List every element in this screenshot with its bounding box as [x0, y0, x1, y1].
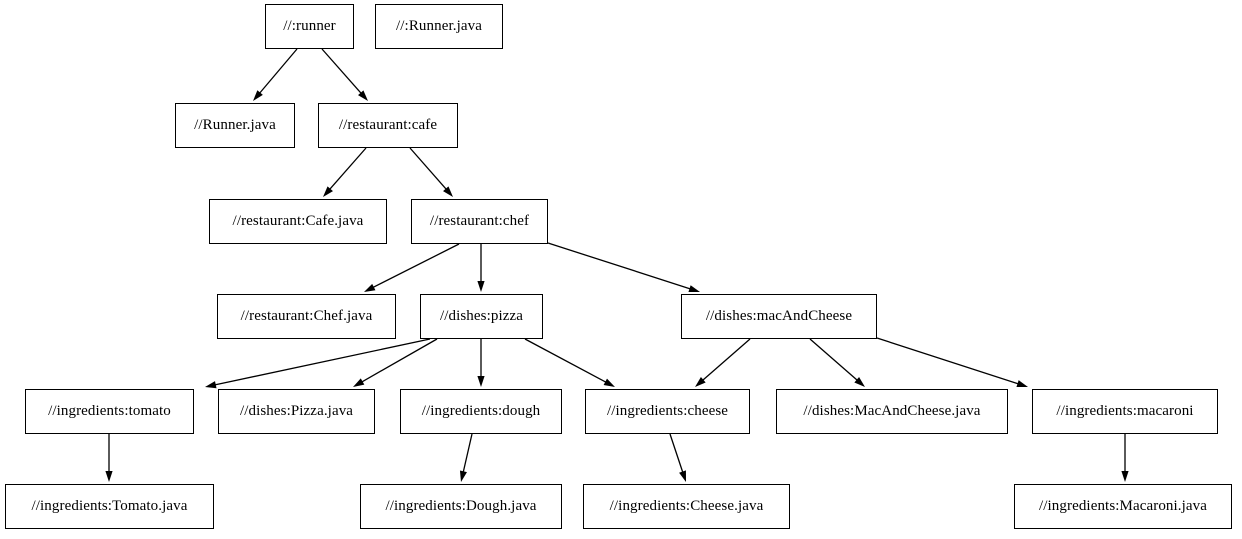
graph-node-tomato[interactable]: //ingredients:tomato: [25, 389, 194, 434]
graph-node-label: //dishes:MacAndCheese.java: [803, 403, 981, 419]
graph-node-pizza[interactable]: //dishes:pizza: [420, 294, 543, 339]
graph-node-label: //ingredients:Macaroni.java: [1038, 498, 1208, 514]
graph-node-label: //ingredients:Dough.java: [385, 498, 537, 514]
graph-node-chef_java[interactable]: //restaurant:Chef.java: [217, 294, 396, 339]
graph-node-label: //ingredients:tomato: [48, 403, 171, 419]
graph-node-label: //ingredients:Cheese.java: [609, 498, 764, 514]
graph-node-label: //restaurant:Cafe.java: [232, 213, 364, 229]
graph-node-dough_java[interactable]: //ingredients:Dough.java: [360, 484, 562, 529]
graph-node-cafe[interactable]: //restaurant:cafe: [318, 103, 458, 148]
graph-node-cafe_java[interactable]: //restaurant:Cafe.java: [209, 199, 387, 244]
graph-node-label: //dishes:pizza: [439, 308, 524, 324]
graph-node-label: //ingredients:dough: [421, 403, 541, 419]
graph-node-label: //ingredients:cheese: [606, 403, 729, 419]
graph-node-tomato_java[interactable]: //ingredients:Tomato.java: [5, 484, 214, 529]
graph-node-label: //:runner: [283, 18, 336, 34]
graph-node-mac_and_cheese[interactable]: //dishes:macAndCheese: [681, 294, 877, 339]
graph-node-cheese[interactable]: //ingredients:cheese: [585, 389, 750, 434]
graph-node-label: //ingredients:Tomato.java: [31, 498, 188, 514]
graph-node-chef[interactable]: //restaurant:chef: [411, 199, 548, 244]
graph-node-macaroni_java[interactable]: //ingredients:Macaroni.java: [1014, 484, 1232, 529]
graph-node-mac_and_cheese_java[interactable]: //dishes:MacAndCheese.java: [776, 389, 1008, 434]
graph-node-label: //restaurant:cafe: [338, 117, 438, 133]
graph-node-pizza_java[interactable]: //dishes:Pizza.java: [218, 389, 375, 434]
graph-node-label: //dishes:macAndCheese: [705, 308, 853, 324]
graph-node-dough[interactable]: //ingredients:dough: [400, 389, 562, 434]
graph-node-root_runner_java[interactable]: //:Runner.java: [375, 4, 503, 49]
graph-node-runner_java[interactable]: //Runner.java: [175, 103, 295, 148]
graph-node-cheese_java[interactable]: //ingredients:Cheese.java: [583, 484, 790, 529]
graph-node-label: //restaurant:chef: [429, 213, 530, 229]
graph-node-runner[interactable]: //:runner: [265, 4, 354, 49]
graph-node-label: //restaurant:Chef.java: [240, 308, 373, 324]
graph-node-label: //dishes:Pizza.java: [239, 403, 354, 419]
graph-node-label: //ingredients:macaroni: [1056, 403, 1194, 419]
graph-node-macaroni[interactable]: //ingredients:macaroni: [1032, 389, 1218, 434]
graph-node-label: //Runner.java: [194, 117, 276, 133]
graph-node-label: //:Runner.java: [396, 18, 482, 34]
